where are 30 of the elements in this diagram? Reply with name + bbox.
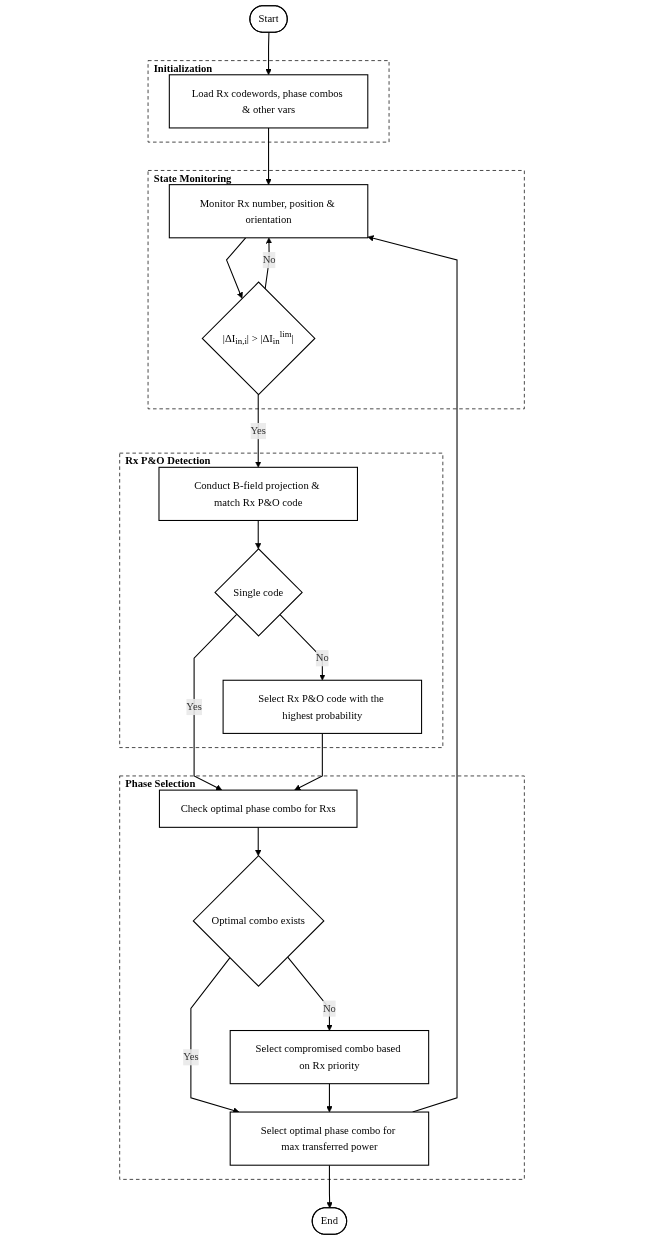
node-diamond: Single code: [214, 548, 304, 637]
arrow: [255, 519, 262, 550]
arrow: [226, 237, 247, 299]
arrow: [265, 127, 273, 185]
node-diamond: |ΔI$_{in,i}$| > |ΔI$_{in}$$^{lim}$|: [202, 281, 317, 396]
arrow: [326, 1083, 334, 1113]
node-box: Monitor Rx number, position & orientation: [169, 184, 369, 239]
edge-label: Yes: [186, 700, 203, 713]
edge-label: No: [263, 254, 277, 266]
edge-label: Yes: [250, 425, 267, 437]
arrow: [294, 732, 324, 791]
arrow: [194, 613, 238, 791]
arrow: [255, 826, 262, 856]
node-box: Select compromised combo based on Rx priority: [230, 1030, 430, 1085]
arrow: [279, 613, 326, 681]
arrow: [327, 1164, 334, 1209]
arrow: [265, 32, 273, 76]
edge-label: Yes: [183, 1051, 200, 1063]
arrow: [368, 235, 459, 1113]
node-box: Check optimal phase combo for Rxs: [159, 789, 358, 828]
node-box: Select optimal phase combo for max transferred power: [230, 1111, 430, 1166]
arrow: [190, 957, 240, 1114]
node-box: Select Rx P&O code with the highest probability: [223, 679, 423, 734]
edge-label: No: [316, 652, 330, 664]
node-box: Conduct B-field projection & match Rx P&O code: [158, 466, 359, 521]
node-diamond: Optimal combo exists: [193, 854, 326, 987]
edge-label: No: [323, 1002, 337, 1014]
node-box: Load Rx codewords, phase combos & other vars: [169, 74, 369, 129]
arrow: [287, 956, 334, 1031]
arrow: [255, 394, 262, 468]
